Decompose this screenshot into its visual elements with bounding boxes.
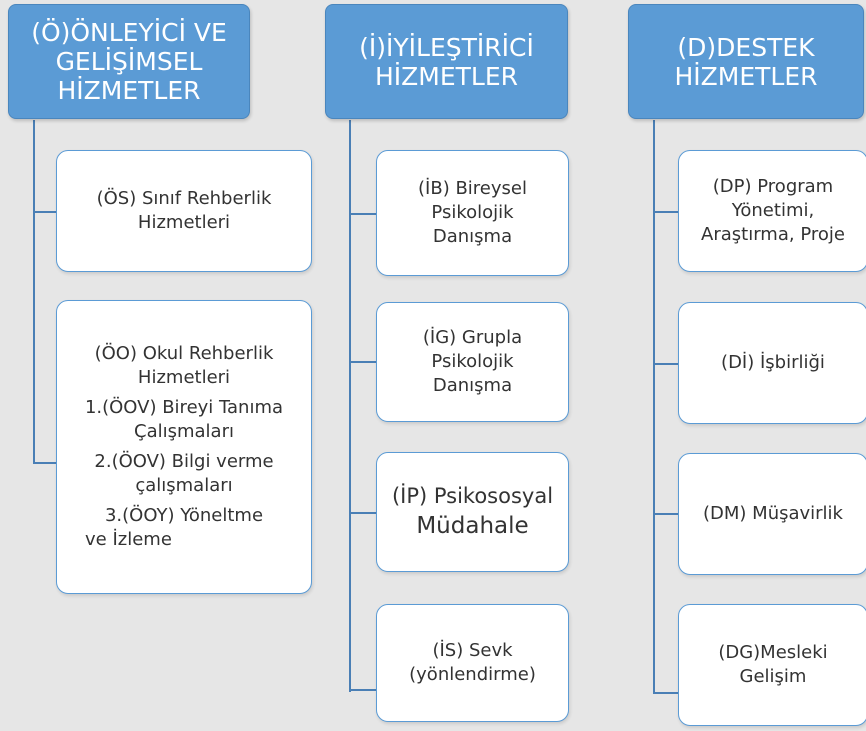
- connector-col2-trunk: [349, 120, 351, 692]
- box-musavirlik: (DM) Müşavirlik: [678, 453, 866, 575]
- connector-col3-box1: [653, 211, 678, 213]
- box-line: (DP) Program: [712, 176, 834, 197]
- connector-col2-box4: [349, 689, 376, 691]
- box-line: Gelişim: [739, 666, 807, 687]
- box-line: Psikolojik: [431, 202, 514, 223]
- list-item: 2.(ÖOV) Bilgi verme çalışmaları: [57, 450, 311, 498]
- header-line: (Ö)ÖNLEYİCİ VE: [31, 18, 227, 47]
- box-okul-rehberlik: (ÖO) Okul Rehberlik Hizmetleri 1.(ÖOV) B…: [56, 300, 312, 594]
- header-line: GELİŞİMSEL: [55, 47, 203, 76]
- item-line: çalışmaları: [135, 475, 233, 496]
- box-line: Danışma: [432, 375, 513, 396]
- item-line: 1.(ÖOV) Bireyi Tanıma: [84, 397, 284, 418]
- connector-col2-box1: [349, 213, 376, 215]
- header-iyilestirici: (İ)İYİLEŞTİRİCİ HİZMETLER: [325, 4, 568, 119]
- box-line: Araştırma, Proje: [701, 224, 845, 245]
- list-item: 1.(ÖOV) Bireyi Tanıma Çalışmaları: [57, 396, 311, 444]
- box-program-yonetimi: (DP) Program Yönetimi, Araştırma, Proje: [678, 150, 866, 272]
- connector-col3-trunk: [653, 120, 655, 694]
- box-sinif-rehberlik: (ÖS) Sınıf Rehberlik Hizmetleri: [56, 150, 312, 272]
- connector-col3-box4: [653, 692, 678, 694]
- header-line: HİZMETLER: [674, 61, 818, 91]
- box-line: Yönetimi,: [731, 200, 815, 221]
- item-line: 2.(ÖOV) Bilgi verme: [94, 451, 274, 472]
- header-line: (İ)İYİLEŞTİRİCİ: [359, 32, 534, 62]
- box-line: Danışma: [432, 226, 513, 247]
- item-line: Çalışmaları: [134, 421, 234, 442]
- box-line: (İP) Psikososyal: [391, 484, 554, 508]
- header-destek: (D)DESTEK HİZMETLER: [628, 4, 864, 119]
- box-mesleki-gelisim: (DG)Mesleki Gelişim: [678, 604, 866, 726]
- list-item: 3.(ÖOY) Yöneltme ve İzleme: [57, 504, 311, 552]
- box-psikososyal-mudahale: (İP) Psikososyal Müdahale: [376, 452, 569, 572]
- box-bireysel-psikolojik-danisma: (İB) Bireysel Psikolojik Danışma: [376, 150, 569, 276]
- header-onleyici-gelisimsel: (Ö)ÖNLEYİCİ VE GELİŞİMSEL HİZMETLER: [8, 4, 250, 119]
- connector-col1-box1: [33, 211, 56, 213]
- box-line: Psikolojik: [431, 351, 514, 372]
- box-line: (ÖS) Sınıf Rehberlik: [96, 188, 272, 209]
- box-line: (Dİ) İşbirliği: [721, 352, 825, 373]
- connector-col2-box2: [349, 361, 376, 363]
- box-line: Müdahale: [416, 513, 529, 539]
- connector-col1-box2: [33, 462, 56, 464]
- box-line: (ÖO) Okul Rehberlik: [94, 343, 274, 364]
- header-line: (D)DESTEK: [677, 32, 815, 62]
- box-line: (DG)Mesleki: [718, 642, 828, 663]
- box-line: (İS) Sevk: [432, 640, 513, 661]
- box-grupla-psikolojik-danisma: (İG) Grupla Psikolojik Danışma: [376, 302, 569, 422]
- box-isbirligi: (Dİ) İşbirliği: [678, 302, 866, 424]
- box-line: (DM) Müşavirlik: [703, 503, 843, 524]
- connector-col1-trunk: [33, 120, 35, 464]
- header-line: HİZMETLER: [57, 76, 201, 105]
- connector-col3-box2: [653, 363, 678, 365]
- box-line: (İB) Bireysel: [418, 178, 527, 199]
- box-line: Hizmetleri: [137, 367, 231, 388]
- header-line: HİZMETLER: [374, 61, 519, 91]
- item-line: 3.(ÖOY) Yöneltme: [104, 505, 264, 526]
- connector-col2-box3: [349, 512, 376, 514]
- box-line: (İG) Grupla: [422, 327, 523, 348]
- connector-col3-box3: [653, 513, 678, 515]
- item-line: ve İzleme: [85, 529, 172, 550]
- box-sevk: (İS) Sevk (yönlendirme): [376, 604, 569, 722]
- box-line: (yönlendirme): [409, 664, 536, 685]
- box-line: Hizmetleri: [137, 212, 231, 233]
